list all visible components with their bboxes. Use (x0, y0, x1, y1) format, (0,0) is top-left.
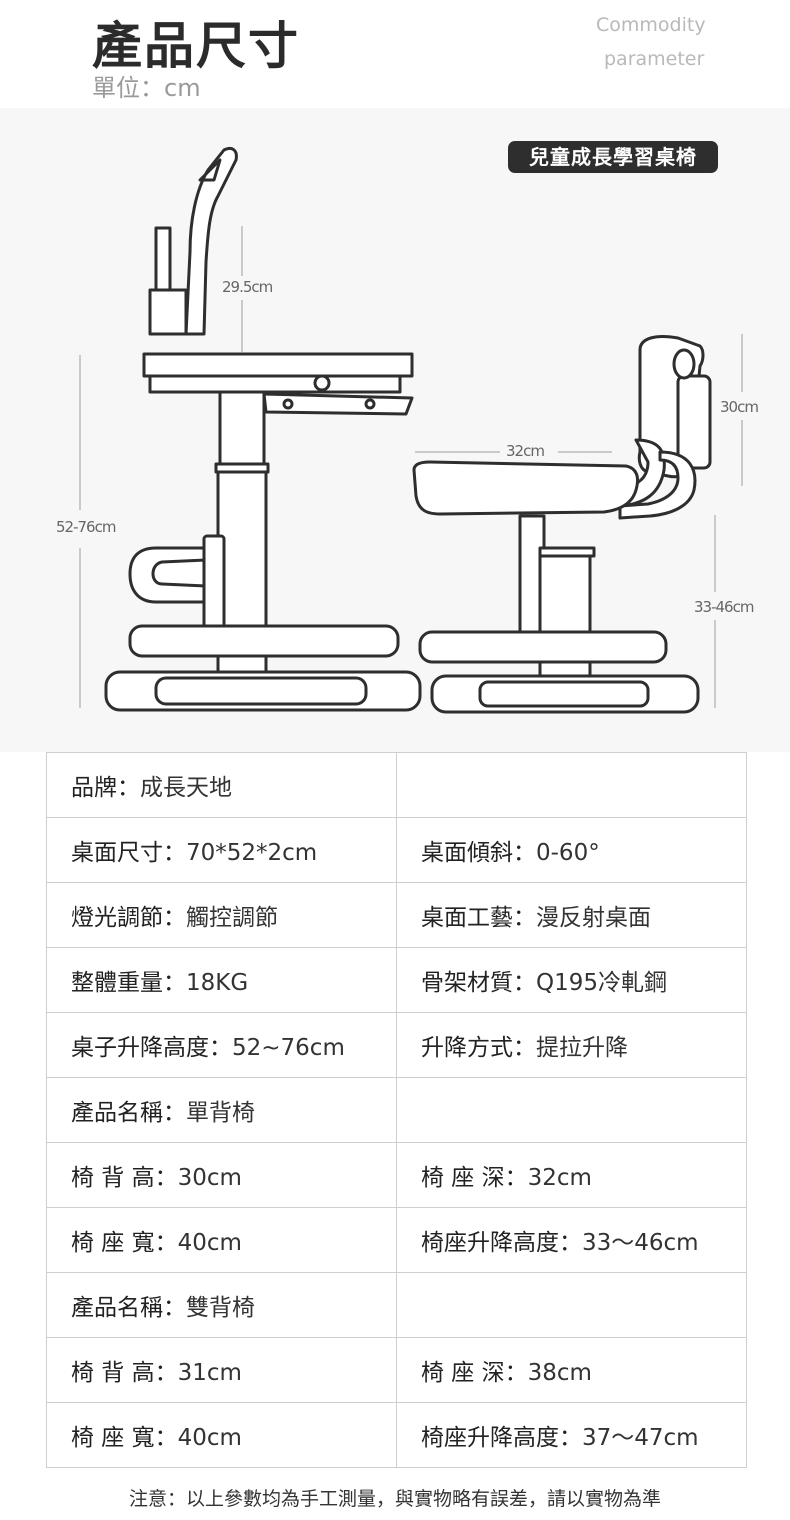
spec-value: 32cm (527, 1165, 592, 1191)
disclaimer-note: 注意：以上參數均為手工測量，與實物略有誤差，請以實物為準 (128, 1488, 661, 1510)
back-height-label: 30cm (720, 398, 759, 416)
spec-value: 漫反射桌面 (536, 905, 651, 931)
spec-label: 桌面尺寸： (71, 840, 186, 866)
table-row: 產品名稱：雙背椅 (46, 1272, 747, 1338)
spec-cell: 椅 背 高：30cm (46, 1142, 397, 1208)
spec-label: 桌面傾斜： (421, 840, 536, 866)
seat-depth-label: 32cm (506, 442, 545, 460)
spec-value: 18KG (186, 970, 249, 996)
spec-label: 椅 座 寬： (71, 1230, 178, 1256)
spec-value: 雙背椅 (186, 1295, 255, 1321)
english-title-line2: parameter (604, 48, 705, 70)
header: 產品尺寸 單位：cm Commodity parameter (0, 0, 790, 108)
spec-value: 單背椅 (186, 1100, 255, 1126)
spec-label: 產品名稱： (71, 1295, 186, 1321)
spec-value: 37～47cm (582, 1425, 699, 1451)
spec-label: 椅座升降高度： (421, 1425, 582, 1451)
page-title: 產品尺寸 (92, 17, 300, 75)
desk-height-label: 52-76cm (56, 518, 116, 536)
spec-value: 31cm (177, 1360, 242, 1386)
spec-value: 提拉升降 (536, 1035, 628, 1061)
spec-label: 燈光調節： (71, 905, 186, 931)
spec-label: 椅座升降高度： (421, 1230, 582, 1256)
spec-label: 椅 座 寬： (71, 1425, 178, 1451)
spec-label: 椅 座 深： (421, 1165, 528, 1191)
spec-cell: 椅 座 深：32cm (396, 1142, 747, 1208)
spec-cell: 桌面工藝：漫反射桌面 (396, 882, 747, 948)
spec-cell: 椅 座 寬：40cm (46, 1402, 397, 1468)
spec-value: 0-60° (536, 840, 600, 866)
spec-cell: 桌子升降高度：52~76cm (46, 1012, 397, 1078)
spec-cell (396, 1272, 747, 1338)
spec-value: 70*52*2cm (186, 840, 318, 866)
spec-cell (396, 752, 747, 818)
spec-cell: 椅座升降高度：37～47cm (396, 1402, 747, 1468)
lamp-height-label: 29.5cm (222, 278, 273, 296)
spec-value: 30cm (177, 1165, 242, 1191)
spec-label: 品牌： (71, 775, 140, 801)
unit-label: 單位：cm (92, 74, 201, 102)
table-row: 燈光調節：觸控調節桌面工藝：漫反射桌面 (46, 882, 747, 948)
spec-label: 桌子升降高度： (71, 1035, 232, 1061)
spec-value: 觸控調節 (186, 905, 278, 931)
spec-label: 骨架材質： (421, 970, 536, 996)
spec-cell: 椅座升降高度：33～46cm (396, 1207, 747, 1273)
spec-cell: 椅 座 寬：40cm (46, 1207, 397, 1273)
spec-label: 椅 背 高： (71, 1165, 178, 1191)
spec-value: 38cm (527, 1360, 592, 1386)
spec-label: 椅 背 高： (71, 1360, 178, 1386)
spec-cell: 燈光調節：觸控調節 (46, 882, 397, 948)
spec-cell: 椅 座 深：38cm (396, 1337, 747, 1403)
spec-value: 40cm (177, 1425, 242, 1451)
spec-cell: 產品名稱：單背椅 (46, 1077, 397, 1143)
spec-cell: 骨架材質：Q195冷軋鋼 (396, 947, 747, 1013)
spec-label: 產品名稱： (71, 1100, 186, 1126)
spec-value: 成長天地 (140, 775, 232, 801)
table-row: 品牌：成長天地 (46, 752, 747, 818)
spec-cell: 桌面尺寸：70*52*2cm (46, 817, 397, 883)
seat-height-label: 33-46cm (694, 598, 754, 616)
spec-value: Q195冷軋鋼 (536, 970, 668, 996)
table-row: 產品名稱：單背椅 (46, 1077, 747, 1143)
spec-cell: 椅 背 高：31cm (46, 1337, 397, 1403)
spec-value: 52~76cm (232, 1035, 345, 1061)
spec-cell (396, 1077, 747, 1143)
spec-cell: 桌面傾斜：0-60° (396, 817, 747, 883)
spec-label: 椅 座 深： (421, 1360, 528, 1386)
spec-cell: 整體重量：18KG (46, 947, 397, 1013)
spec-cell: 產品名稱：雙背椅 (46, 1272, 397, 1338)
product-diagram: 兒童成長學習桌椅 29.5cm 52-76cm 32cm 30cm 33-46c… (0, 108, 790, 752)
spec-label: 升降方式： (421, 1035, 536, 1061)
english-title-line1: Commodity (596, 14, 706, 36)
spec-value: 33～46cm (582, 1230, 699, 1256)
spec-label: 桌面工藝： (421, 905, 536, 931)
spec-value: 40cm (177, 1230, 242, 1256)
spec-label: 整體重量： (71, 970, 186, 996)
spec-cell: 品牌：成長天地 (46, 752, 397, 818)
desk-chair-illustration (79, 146, 743, 714)
product-badge: 兒童成長學習桌椅 (508, 141, 718, 173)
spec-cell: 升降方式：提拉升降 (396, 1012, 747, 1078)
